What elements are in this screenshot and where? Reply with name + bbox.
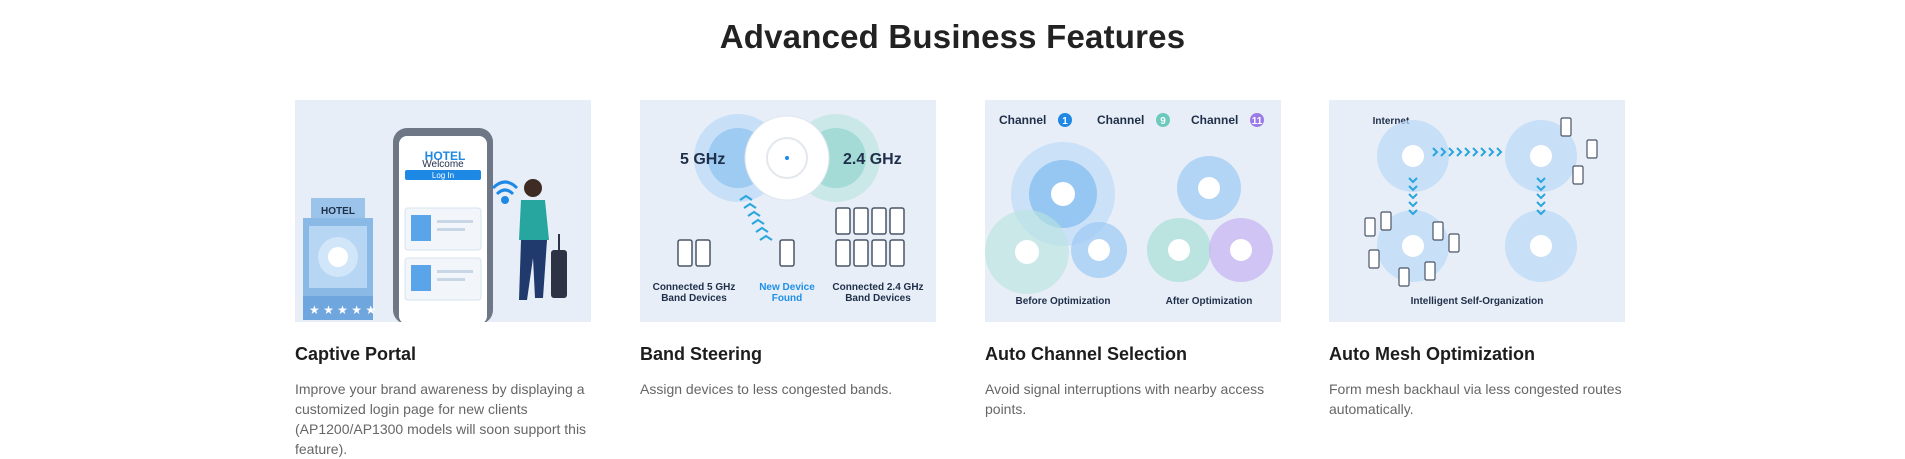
feature-title: Auto Mesh Optimization [1329,344,1535,364]
feature-description: Assign devices to less congested bands. [640,381,893,397]
channel-number-9: 9 [1160,116,1166,127]
login-button-label: Log In [432,171,454,180]
feature-card-captive-portal: ★ ★ ★ ★ ★ HOTEL HOTEL Welcome Log In [295,100,591,459]
feature-title: Band Steering [640,344,763,364]
svg-text:★ ★ ★ ★ ★: ★ ★ ★ ★ ★ [309,303,376,317]
feature-card-auto-channel: Channel 1 Channel 9 Channel 11 Before [985,100,1281,419]
feature-description: Form mesh backhaul via less congested ro… [1329,381,1622,417]
auto-channel-illustration: Channel 1 Channel 9 Channel 11 Before [985,100,1281,322]
mesh-arrows-vertical [1408,177,1546,216]
traveler-illustration [519,179,567,300]
band-steering-illustration: 5 GHz 2.4 GHz Connected 5 GHz Band Devic… [640,100,936,322]
device-icon-new [779,239,795,267]
feature-card-auto-mesh: Internet [1329,100,1625,419]
auto-mesh-illustration: Internet [1329,100,1625,322]
channel-number-11: 11 [1252,116,1263,127]
connected-24ghz-label-2: Band Devices [845,293,911,304]
mesh-arrows-horizontal [1432,147,1503,157]
hotel-building-icon: ★ ★ ★ ★ ★ [303,198,376,320]
feature-card-band-steering: 5 GHz 2.4 GHz Connected 5 GHz Band Devic… [640,100,936,399]
client-device-icons [1364,117,1598,287]
device-icons-5ghz [677,239,711,267]
band-5ghz-label: 5 GHz [680,151,725,168]
connected-5ghz-label: Connected 5 GHz [653,282,736,293]
feature-description: Improve your brand awareness by displayi… [295,381,587,457]
connected-5ghz-label-2: Band Devices [661,293,727,304]
captive-portal-illustration: ★ ★ ★ ★ ★ HOTEL HOTEL Welcome Log In [295,100,591,322]
connected-24ghz-label: Connected 2.4 GHz [832,282,923,293]
section-title: Advanced Business Features [719,18,1186,55]
device-icons-24ghz [835,207,905,267]
welcome-text: Welcome [422,159,464,170]
phone-illustration [393,128,493,322]
new-device-label: New Device [759,282,815,293]
channel-number-1: 1 [1062,116,1068,127]
new-device-label-2: Found [772,293,803,304]
after-optimization-label: After Optimization [1166,296,1253,307]
phone-header: HOTEL [425,149,466,163]
channel-label-2: Channel [1097,113,1144,127]
channel-label-3: Channel [1191,113,1238,127]
steering-arrows [739,194,773,241]
feature-title: Captive Portal [295,344,417,364]
band-24ghz-label: 2.4 GHz [843,151,902,168]
channel-label-1: Channel [999,113,1046,127]
feature-title: Auto Channel Selection [985,344,1188,364]
building-sign: HOTEL [321,206,355,217]
feature-description: Avoid signal interruptions with nearby a… [985,381,1265,417]
access-point-icon [744,115,830,201]
internet-label: Internet [1373,116,1410,127]
wifi-icon [491,180,519,204]
before-optimization-label: Before Optimization [1015,296,1110,307]
self-organization-caption: Intelligent Self-Organization [1411,296,1544,307]
